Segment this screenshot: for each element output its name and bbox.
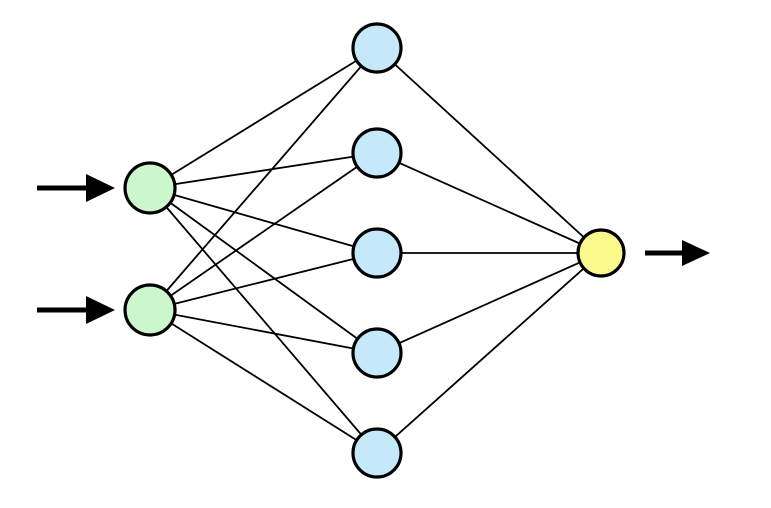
input-arrow-1 — [37, 174, 115, 202]
edge-layer — [149, 47, 602, 454]
edge-h2-o1 — [376, 152, 602, 254]
edge-i2-h1 — [149, 47, 378, 311]
edge-i1-h1 — [149, 47, 378, 189]
output-node-1[interactable] — [576, 228, 626, 278]
output-arrow-1 — [645, 240, 710, 266]
edge-i2-h2 — [149, 152, 378, 311]
hidden-node-4[interactable] — [351, 327, 403, 379]
input-node-2[interactable] — [123, 283, 177, 337]
edge-i2-h3 — [149, 252, 378, 311]
edge-i1-h2 — [149, 152, 378, 189]
input-arrow-2 — [37, 296, 115, 324]
edge-i1-h5 — [149, 187, 378, 454]
input-arrow-1-head — [86, 174, 115, 202]
output-layer — [576, 228, 626, 278]
hidden-node-5[interactable] — [351, 427, 403, 479]
node-layer — [123, 22, 626, 479]
hidden-node-1[interactable] — [351, 22, 403, 74]
input-node-1[interactable] — [123, 161, 177, 215]
edge-h5-o1 — [376, 252, 602, 454]
edge-h4-o1 — [376, 252, 602, 354]
hidden-node-2[interactable] — [351, 127, 403, 179]
hidden-node-3[interactable] — [351, 227, 403, 279]
edge-i1-h3 — [149, 187, 378, 254]
output-arrow-1-head — [682, 240, 710, 266]
edge-i2-h4 — [149, 309, 378, 354]
input-arrow-2-head — [86, 296, 115, 324]
io-arrow-layer — [37, 174, 710, 324]
edge-i2-h5 — [149, 309, 378, 454]
input-layer — [123, 161, 177, 337]
edge-h1-o1 — [376, 47, 602, 254]
edge-i1-h4 — [149, 187, 378, 354]
hidden-layer — [351, 22, 403, 479]
